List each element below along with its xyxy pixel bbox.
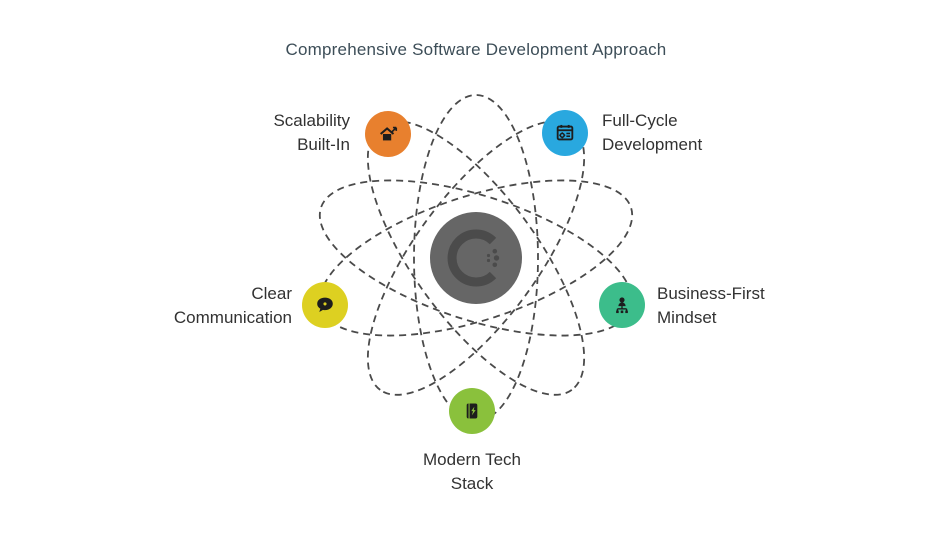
label-full-cycle-development: Full-Cycle Development [602,111,703,154]
node-modern-tech-stack [449,388,495,434]
node-scalability-built-in [365,111,411,157]
calendar-gear-icon [556,124,574,141]
bolt-journal-icon [466,403,478,419]
label-clear-communication: Clear Communication [173,284,292,327]
speech-bubble-icon [317,297,333,312]
node-clear-communication [302,282,348,328]
label-scalability-built-in: Scalability Built-In [273,111,350,154]
node-full-cycle-development [542,110,588,156]
person-hierarchy-icon [616,297,628,314]
diagram-title: Comprehensive Software Development Appro… [285,40,667,59]
house-growth-icon [380,126,398,141]
orbit-ellipse [366,120,586,396]
node-business-first-mindset [599,282,645,328]
center-circle [430,212,522,304]
label-business-first-mindset: Business-First Mindset [657,284,765,327]
center-logo [447,229,500,287]
orbit-ellipse [366,120,586,396]
label-modern-tech-stack: Modern Tech Stack [423,450,521,493]
